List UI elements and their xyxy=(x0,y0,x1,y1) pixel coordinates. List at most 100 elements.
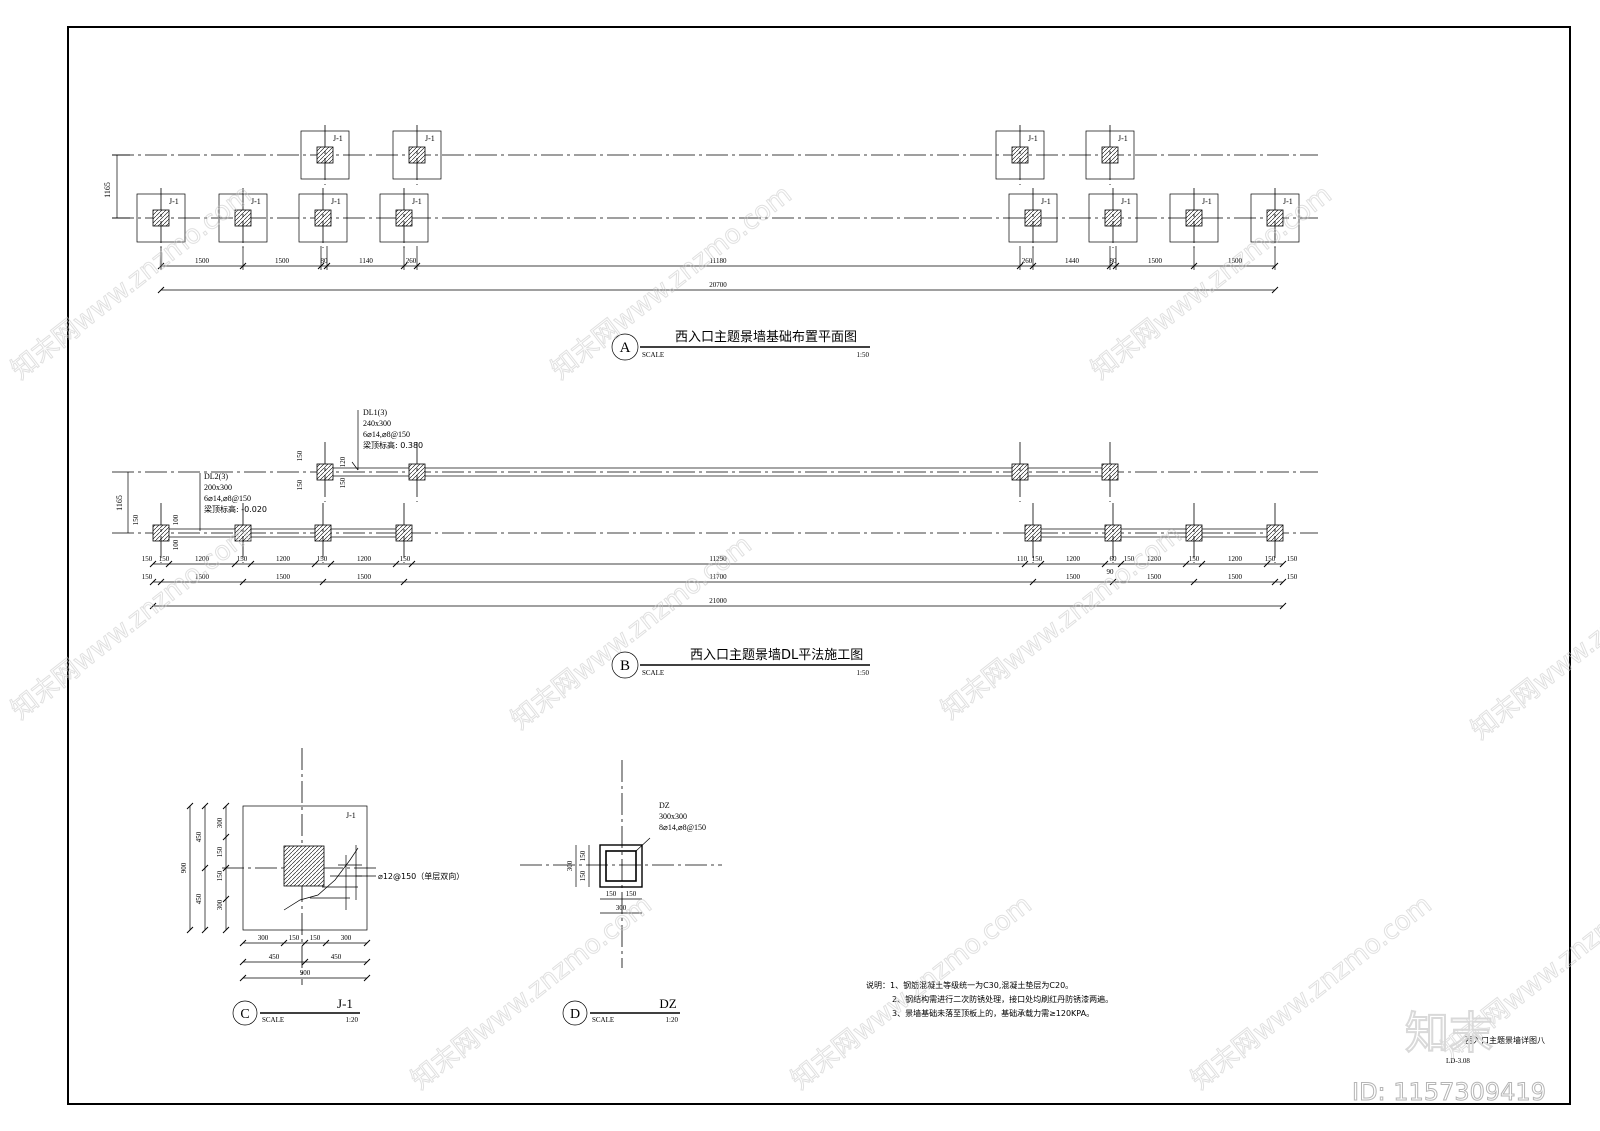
dim-label: 80 xyxy=(1110,257,1118,265)
plan-a-title: 西入口主题景墙基础布置平面图 xyxy=(675,330,857,345)
beam-dl1-west xyxy=(326,467,422,477)
d-bottom-dim: 150 xyxy=(626,890,637,898)
detail-d-callout-name: DZ xyxy=(659,801,670,810)
side-dim: 100 xyxy=(172,514,180,525)
plan-a-label: A xyxy=(620,340,631,356)
dim-tick xyxy=(239,958,247,966)
dim-tick xyxy=(149,578,157,586)
detail-d-label: D xyxy=(570,1007,580,1022)
dim-label: 11700 xyxy=(709,573,727,581)
plan-a-label-circle xyxy=(611,333,639,361)
dim-label: 150 xyxy=(159,555,170,563)
dim-tick xyxy=(149,560,157,568)
dim-tick xyxy=(327,560,335,568)
dim-tick xyxy=(1279,578,1287,586)
c-left-dim: 150 xyxy=(216,870,224,881)
dl1-elevation: 梁顶标高: 0.380 xyxy=(363,440,423,450)
footing-tag: J-1 xyxy=(425,134,435,143)
watermark-text: 知末网www.znzmo.com xyxy=(936,520,1188,726)
dim-tick xyxy=(1279,602,1287,610)
dim-label: 1200 xyxy=(357,555,372,563)
detail-d-column-dz: DZ 300x300 8⌀14,⌀8@150 150 150 300 150 1… xyxy=(520,760,722,1026)
dim-label: 150 xyxy=(1265,555,1276,563)
dl2-name: DL2(3) xyxy=(204,472,228,481)
c-left-dim: 300 xyxy=(216,899,224,910)
dim-label: 1500 xyxy=(1147,573,1162,581)
dim-tick xyxy=(1190,578,1198,586)
dim-tick xyxy=(149,602,157,610)
watermark-text: 知末网www.znzmo.com xyxy=(1086,180,1338,386)
dim-tick xyxy=(239,939,247,947)
c-bottom-dim: 300 xyxy=(258,934,269,942)
plan-b-label-circle xyxy=(611,651,639,679)
detail-d-callout-size: 300x300 xyxy=(659,812,687,821)
title-block: 西入口主题景墙详图八 LD-3.08 xyxy=(1446,1035,1545,1065)
dim-label: 1500 xyxy=(195,257,210,265)
dim-tick xyxy=(239,578,247,586)
dl1-name: DL1(3) xyxy=(363,408,387,417)
footing-tag: J-1 xyxy=(1041,197,1051,206)
dim-tick xyxy=(1109,578,1117,586)
side-dim: 100 xyxy=(172,539,180,550)
c-bottom-dim: 300 xyxy=(341,934,352,942)
plan-b-label: B xyxy=(620,658,630,674)
footing-tag: J-1 xyxy=(1121,197,1131,206)
dim-tick xyxy=(247,560,255,568)
beam-dl1-east xyxy=(1019,467,1116,477)
d-bottom-dim: 150 xyxy=(606,890,617,898)
dim-label: 150 xyxy=(1189,555,1200,563)
dim-tick xyxy=(363,974,371,982)
watermark-text: 知末网www.znzmo.com xyxy=(406,890,658,1096)
column-outline xyxy=(599,844,643,888)
c-bottom-sub: 450 xyxy=(331,953,342,961)
dim-label: 11180 xyxy=(710,257,727,265)
d-left-dim: 150 xyxy=(579,850,587,861)
dim-tick xyxy=(222,926,230,934)
dim-tick xyxy=(322,939,330,947)
side-dim: 120 xyxy=(339,456,347,467)
detail-c-scale-word: SCALE xyxy=(262,1016,284,1024)
footing-tag: J-1 xyxy=(169,197,179,206)
dim-tick xyxy=(157,578,165,586)
d-left-total: 300 xyxy=(566,860,574,871)
dim-tick xyxy=(222,895,230,903)
plan-b-scale: 1:50 xyxy=(857,669,870,677)
watermark-text: 知末网www.znzmo.com xyxy=(6,520,258,726)
watermark-text: 知末网www.znzmo.com xyxy=(546,180,798,386)
dim-label: 11290 xyxy=(709,555,727,563)
general-notes: 说明：1、钢筋混凝土等级统一为C30,混凝土垫层为C20。 2、钢结构需进行二次… xyxy=(866,980,1113,1018)
detail-d-callout-rebar: 8⌀14,⌀8@150 xyxy=(659,823,706,832)
detail-d-scale: 1:20 xyxy=(666,1016,679,1024)
dl2-elevation: 梁顶标高: -0.020 xyxy=(204,504,267,514)
dim-tick xyxy=(222,802,230,810)
dim-label: 20700 xyxy=(709,281,727,289)
c-bottom-sub: 450 xyxy=(269,953,280,961)
plan-a-scale-word: SCALE xyxy=(642,351,664,359)
dim-tick xyxy=(201,926,209,934)
dim-label: 80 xyxy=(321,257,329,265)
dim-tick xyxy=(1271,578,1279,586)
dim-label: 1500 xyxy=(276,573,291,581)
d-bottom-total: 300 xyxy=(616,904,627,912)
dim-label: 1500 xyxy=(1228,573,1243,581)
plan-a-scale: 1:50 xyxy=(857,351,870,359)
dim-tick xyxy=(408,560,416,568)
detail-c-label-circle xyxy=(232,1000,258,1026)
watermark-logo: 知末 xyxy=(1405,1008,1493,1059)
dim-tick xyxy=(392,560,400,568)
footing-tag: J-1 xyxy=(251,197,261,206)
c-left-sub: 450 xyxy=(195,831,203,842)
detail-c-rebar: ⌀12@150（单层双向） xyxy=(378,871,464,881)
dim-label: 150 xyxy=(1287,573,1298,581)
dim-tick xyxy=(222,833,230,841)
side-dim: 150 xyxy=(296,479,304,490)
dim-label: 1500 xyxy=(1066,573,1081,581)
footing-tag: J-1 xyxy=(1283,197,1293,206)
c-left-dim: 150 xyxy=(216,846,224,857)
dim-label: 1500 xyxy=(1148,257,1163,265)
dim-label: 1200 xyxy=(1228,555,1243,563)
sheet-border xyxy=(67,26,1571,1105)
dl1-rebar: 6⌀14,⌀8@150 xyxy=(363,430,410,439)
dim-tick xyxy=(1198,560,1206,568)
dim-tick xyxy=(319,578,327,586)
